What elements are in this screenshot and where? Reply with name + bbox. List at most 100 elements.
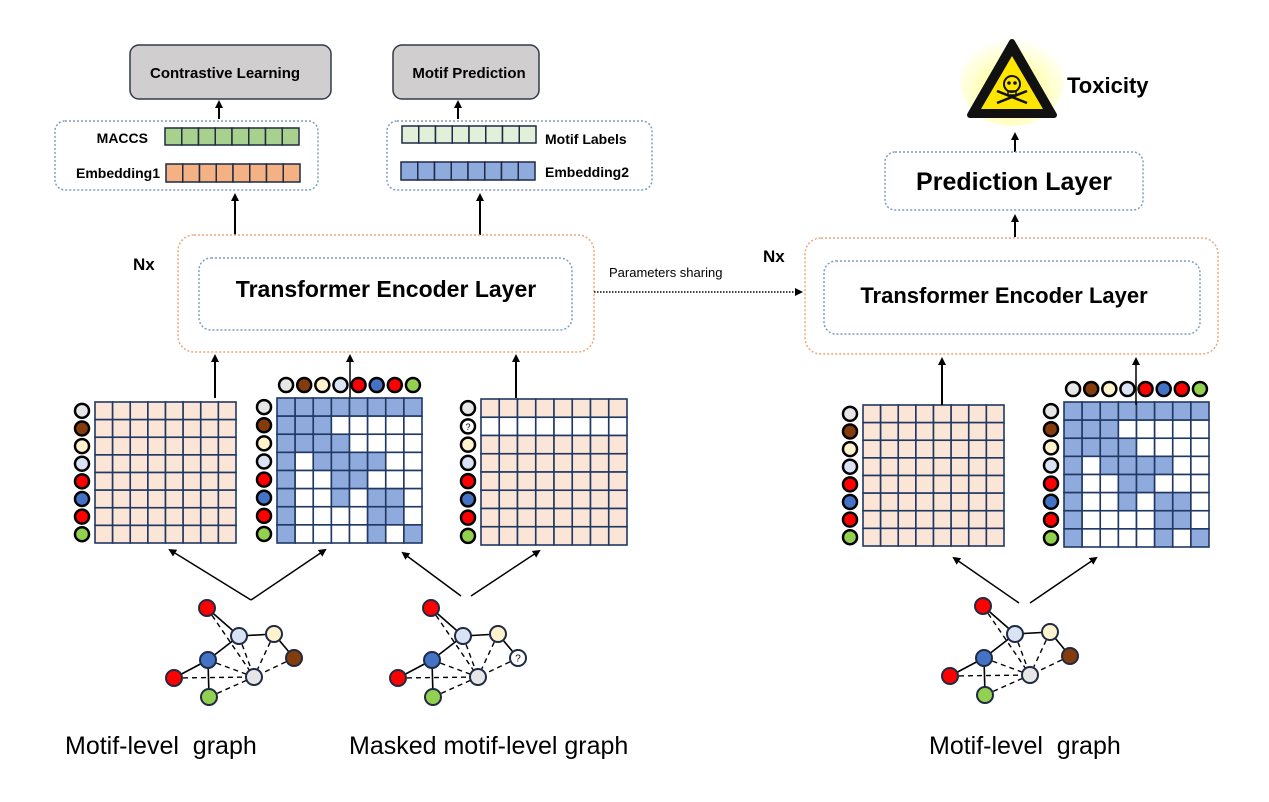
matrix-cell [879,527,900,547]
matrix-cell [932,421,952,442]
graph-node-lightblue [230,627,248,645]
matrix-cell [1063,528,1083,548]
matrix-cell [1063,401,1083,421]
matrix-cell [571,434,592,455]
matrix-cell [366,397,387,417]
matrix-cell [862,509,882,530]
toxicity-warning-icon [960,38,1064,126]
matrix-cell [516,452,537,473]
matrix-cell [294,505,315,526]
matrix-cell [589,434,610,455]
matrix-cell [1117,491,1138,512]
matrix-cell [950,492,970,512]
vector-cell [434,125,453,144]
matrix-cell [348,469,369,490]
embedding1-vector [165,163,301,183]
matrix-cell [1190,455,1210,476]
graph-node-brown [285,649,303,667]
row-node-red [1042,475,1060,492]
matrix-cell [294,397,315,417]
row-node-lightgray [73,402,91,420]
matrix-cell [1117,509,1138,530]
matrix-cell [516,471,537,492]
encoder-stack-finetune [804,237,1219,355]
matrix-cell [182,471,202,491]
matrix-cell [1117,419,1138,440]
matrix-cell [199,418,220,439]
col-node-cream [314,376,331,394]
matrix-cell [384,415,405,436]
matrix-cell [1171,455,1192,476]
graph-node-red_top [198,599,216,617]
matrix-cell [348,487,369,508]
embedding1-container [54,120,319,191]
matrix-cell [330,487,351,508]
matrix-cell [403,397,423,417]
matrix-cell [480,471,501,492]
col-node-lightgray [277,376,295,394]
matrix-cell [915,421,935,442]
matrix-cell [294,433,315,454]
matrix-cell [111,489,132,509]
matrix-cell [384,397,405,417]
graph3-caption: Motif-level graph [929,732,1121,760]
col-node-red [1137,380,1154,398]
matrix-cell [182,506,202,527]
matrix-cell [1190,509,1210,530]
matrix-cell [1063,509,1083,530]
row-node-lightblue [841,458,859,475]
row-node-lightblue [1042,457,1060,474]
matrix-cell [294,487,315,508]
col-node-lightblue [1119,380,1136,398]
matrix-cell [199,401,220,421]
matrix-cell [1190,401,1210,421]
matrix-cell [147,401,167,421]
matrix-cell [553,398,574,419]
matrix-cell [111,471,132,491]
matrix-cell [129,489,149,509]
matrix-cell [384,505,405,526]
matrix-cell [403,487,423,508]
embedding1-label: Embedding1 [76,165,160,181]
graph-edge-dashed [206,607,255,678]
vector-cell [518,125,537,144]
row-node-red [459,509,477,526]
matrix-cell [384,469,405,490]
masked-node-symbol: ? [515,654,521,665]
matrix-cell [589,507,610,528]
matrix-cell [498,416,519,437]
matrix-cell [1135,455,1156,476]
matrix-cell [294,469,315,490]
matrix-cell [348,451,369,472]
matrix-cell [589,452,610,473]
matrix-cell [897,439,917,459]
matrix-cell [1081,437,1102,458]
matrix-cell [111,454,132,474]
vector-cell [165,163,184,183]
matrix-cell [1153,473,1174,494]
matrix-cell [950,421,970,442]
col-node-green [1191,380,1209,398]
matrix-cell [915,527,935,547]
matrix-cell [967,509,988,530]
matrix-cell [217,489,237,509]
graph-node-brown [1061,647,1079,665]
matrix-cell [862,404,882,424]
graph-node-lightgray [245,668,263,686]
matrix-cell [1099,509,1120,530]
graph-node-red_left [165,669,183,687]
matrix-cell [516,507,537,528]
matrix-cell [1081,455,1102,476]
matrix-cell [571,507,592,528]
matrix-cell [94,401,114,421]
matrix-cell [384,433,405,454]
maccs-label: MACCS [97,130,148,146]
matrix-cell [164,471,184,491]
row-node-red [841,476,859,493]
matrix-cell [498,471,519,492]
matrix-cell [553,452,574,473]
graph-edge-dashed [949,674,1031,677]
matrix-cell [366,487,387,508]
matrix-cell [1135,528,1156,548]
matrix-cell [879,474,900,494]
